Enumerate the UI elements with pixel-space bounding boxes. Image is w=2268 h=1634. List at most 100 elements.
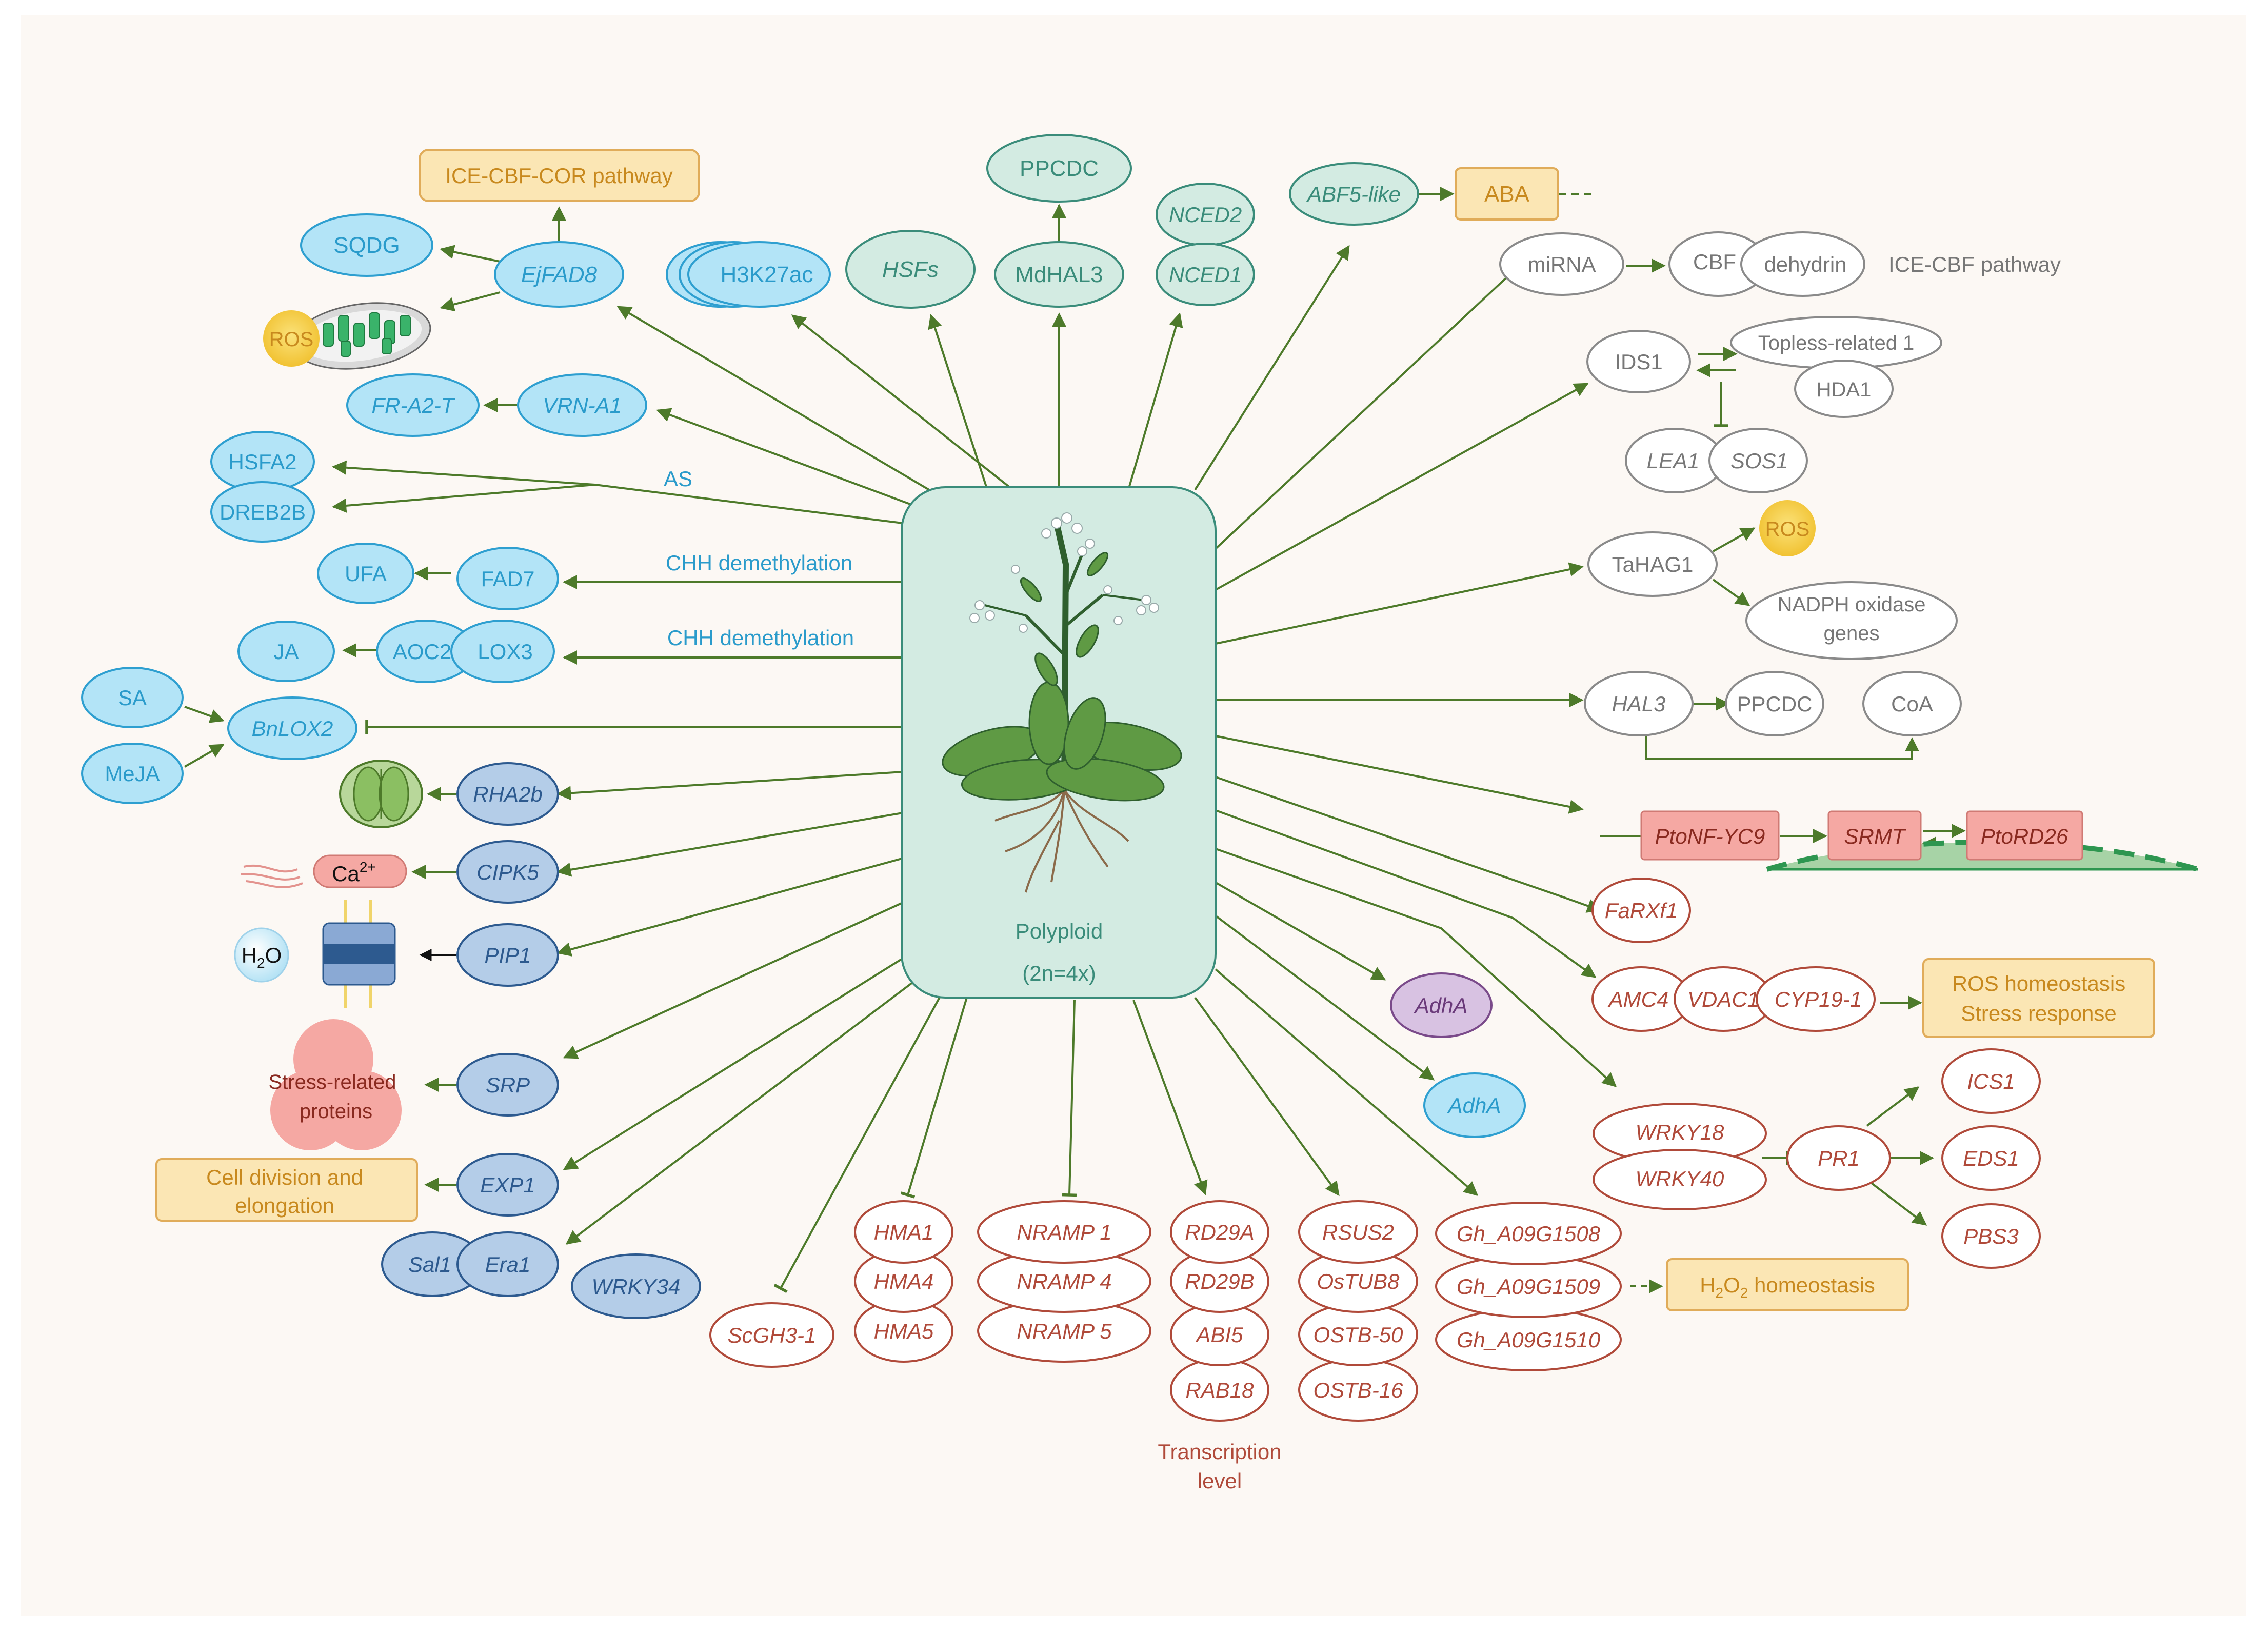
rha2b-node: RHA2b	[456, 762, 559, 826]
nced2-label: NCED2	[1169, 203, 1242, 227]
as-label: AS	[664, 467, 692, 491]
tahag1-label: TaHAG1	[1612, 552, 1694, 576]
pbs3-node: PBS3	[1941, 1203, 2041, 1269]
fad7-label: FAD7	[481, 567, 534, 591]
transcription-level-label-1: Transcription	[1158, 1440, 1281, 1464]
calcium-icon: Ca2+	[241, 854, 407, 888]
hsfa2-label: HSFA2	[228, 450, 296, 474]
topless-label: Topless-related 1	[1758, 332, 1915, 354]
scgh3-node: ScGH3-1	[709, 1302, 834, 1368]
aba-label: ABA	[1484, 182, 1530, 207]
meja-label: MeJA	[105, 762, 160, 786]
chh-demethylation-2: CHH demethylation	[667, 626, 854, 650]
rha2b-label: RHA2b	[473, 782, 542, 806]
hal3-node: HAL3	[1584, 671, 1694, 736]
vrn-a1-label: VRN-A1	[543, 393, 622, 417]
amc4-label: AMC4	[1607, 987, 1669, 1011]
eds1-node: EDS1	[1941, 1125, 2041, 1191]
stomata-icon	[339, 760, 423, 828]
sal1-era1-node: Sal1 Era1	[381, 1231, 559, 1297]
exp1-label: EXP1	[480, 1173, 535, 1197]
rsus-stack: RSUS2 OsTUB8 OSTB-50 OSTB-16	[1298, 1200, 1418, 1422]
nramp-stack: NRAMP 1 NRAMP 4 NRAMP 5	[977, 1200, 1151, 1363]
plant-illustration	[942, 512, 1182, 893]
top-nodes: H3K27ac HSFs PPCDC MdHAL3 NCED2 NCED1 AB…	[666, 134, 1559, 309]
cell-division-label-1: Cell division and	[206, 1165, 363, 1189]
dehydrin-label: dehydrin	[1764, 252, 1846, 276]
pbs3-label: PBS3	[1963, 1224, 2018, 1248]
sqdg-label: SQDG	[333, 233, 400, 258]
nadph-node: NADPH oxidase genes	[1745, 581, 1958, 660]
ros-right-label: ROS	[1765, 518, 1810, 541]
wrky34-node: WRKY34	[571, 1253, 701, 1319]
ufa-node: UFA	[317, 543, 414, 604]
ice-cbf-cor-label: ICE-CBF-COR pathway	[445, 164, 672, 188]
nramp5-label: NRAMP 5	[1017, 1319, 1112, 1343]
ros-left-node: ROS	[263, 310, 320, 367]
mirna-label: miRNA	[1528, 252, 1596, 276]
ptonf-yc9-box: PtoNF-YC9	[1640, 810, 1780, 861]
meja-node: MeJA	[81, 743, 184, 804]
hma4-label: HMA4	[874, 1269, 934, 1293]
ros-left-label: ROS	[269, 328, 314, 351]
gh-stack: Gh_A09G1508 Gh_A09G1509 Gh_A09G1510	[1435, 1202, 1622, 1371]
right-nodes: miRNA CBF dehydrin ICE-CBF pathway IDS1 …	[1390, 231, 2199, 1269]
chh-demethylation-1: CHH demethylation	[666, 551, 852, 575]
ptonf-yc9-label: PtoNF-YC9	[1655, 824, 1765, 848]
ufa-label: UFA	[345, 562, 387, 586]
center-polyploid-box: Polyploid (2n=4x)	[901, 486, 1217, 999]
hma1-label: HMA1	[874, 1220, 934, 1244]
chloroplast-icon	[292, 302, 431, 370]
era1-label: Era1	[485, 1252, 531, 1277]
bottom-nodes: ScGH3-1 HMA1 HMA4 HMA5 NRAMP 1 NRAMP 4 N…	[709, 1200, 1909, 1493]
coa-node: CoA	[1862, 671, 1962, 736]
ice-cbf-cor-box: ICE-CBF-COR pathway	[419, 149, 700, 202]
h3k27ac-node: H3K27ac	[666, 241, 831, 308]
hsfa2-node: HSFA2	[210, 431, 315, 492]
tahag1-node: TaHAG1	[1587, 531, 1718, 597]
wrky18-40-node: WRKY18 WRKY40	[1593, 1103, 1767, 1210]
rsus2-label: RSUS2	[1322, 1220, 1394, 1244]
abf5-label: ABF5-like	[1306, 182, 1401, 206]
ros-homeostasis-label-2: Stress response	[1961, 1001, 2116, 1025]
sqdg-node: SQDG	[300, 213, 433, 277]
pip1-node: PIP1	[456, 923, 559, 987]
ptord26-label: PtoRD26	[1981, 824, 2068, 848]
ostub8-label: OsTUB8	[1317, 1269, 1400, 1293]
ros-right-node: ROS	[1759, 500, 1816, 556]
ppcdc-right-node: PPCDC	[1725, 671, 1824, 736]
gh1510-label: Gh_A09G1510	[1457, 1328, 1601, 1352]
gh1508-label: Gh_A09G1508	[1457, 1222, 1601, 1246]
h2o2-homeostasis-label: H2O2 homeostasis	[1700, 1273, 1875, 1301]
ids1-node: IDS1	[1586, 330, 1691, 393]
adha-blue-node: AdhA	[1423, 1072, 1526, 1138]
lea1-label: LEA1	[1647, 449, 1700, 473]
rab18-label: RAB18	[1185, 1378, 1254, 1402]
fr-a2-t-label: FR-A2-T	[372, 393, 456, 417]
ros-homeostasis-label-1: ROS homeostasis	[1952, 971, 2125, 995]
adha-purple-label: AdhA	[1414, 993, 1468, 1018]
pr1-node: PR1	[1786, 1125, 1891, 1191]
dreb2b-label: DREB2B	[220, 500, 306, 524]
sal1-label: Sal1	[408, 1252, 451, 1277]
aquaporin-icon	[322, 900, 396, 1008]
pip1-label: PIP1	[484, 943, 531, 967]
stress-proteins-blob: Stress-related proteins	[269, 1019, 402, 1150]
ptord26-box: PtoRD26	[1966, 810, 2083, 861]
dreb2b-node: DREB2B	[210, 481, 315, 543]
cell-division-label-2: elongation	[235, 1193, 334, 1218]
lox3-label: LOX3	[478, 640, 532, 664]
ppcdc-top-node: PPCDC	[986, 134, 1132, 203]
sa-node: SA	[81, 667, 184, 728]
abi5-label: ABI5	[1195, 1323, 1243, 1347]
farxf1-node: FaRXf1	[1591, 878, 1691, 943]
ppcdc-top-label: PPCDC	[1020, 156, 1099, 181]
cipk5-node: CIPK5	[456, 840, 559, 904]
stress-proteins-label-2: proteins	[300, 1100, 372, 1123]
hsfs-node: HSFs	[845, 230, 976, 309]
ics1-node: ICS1	[1941, 1048, 2041, 1114]
srmt-box: SRMT	[1827, 810, 1922, 861]
wrky40-label: WRKY40	[1636, 1167, 1724, 1191]
wrky34-label: WRKY34	[592, 1274, 681, 1299]
